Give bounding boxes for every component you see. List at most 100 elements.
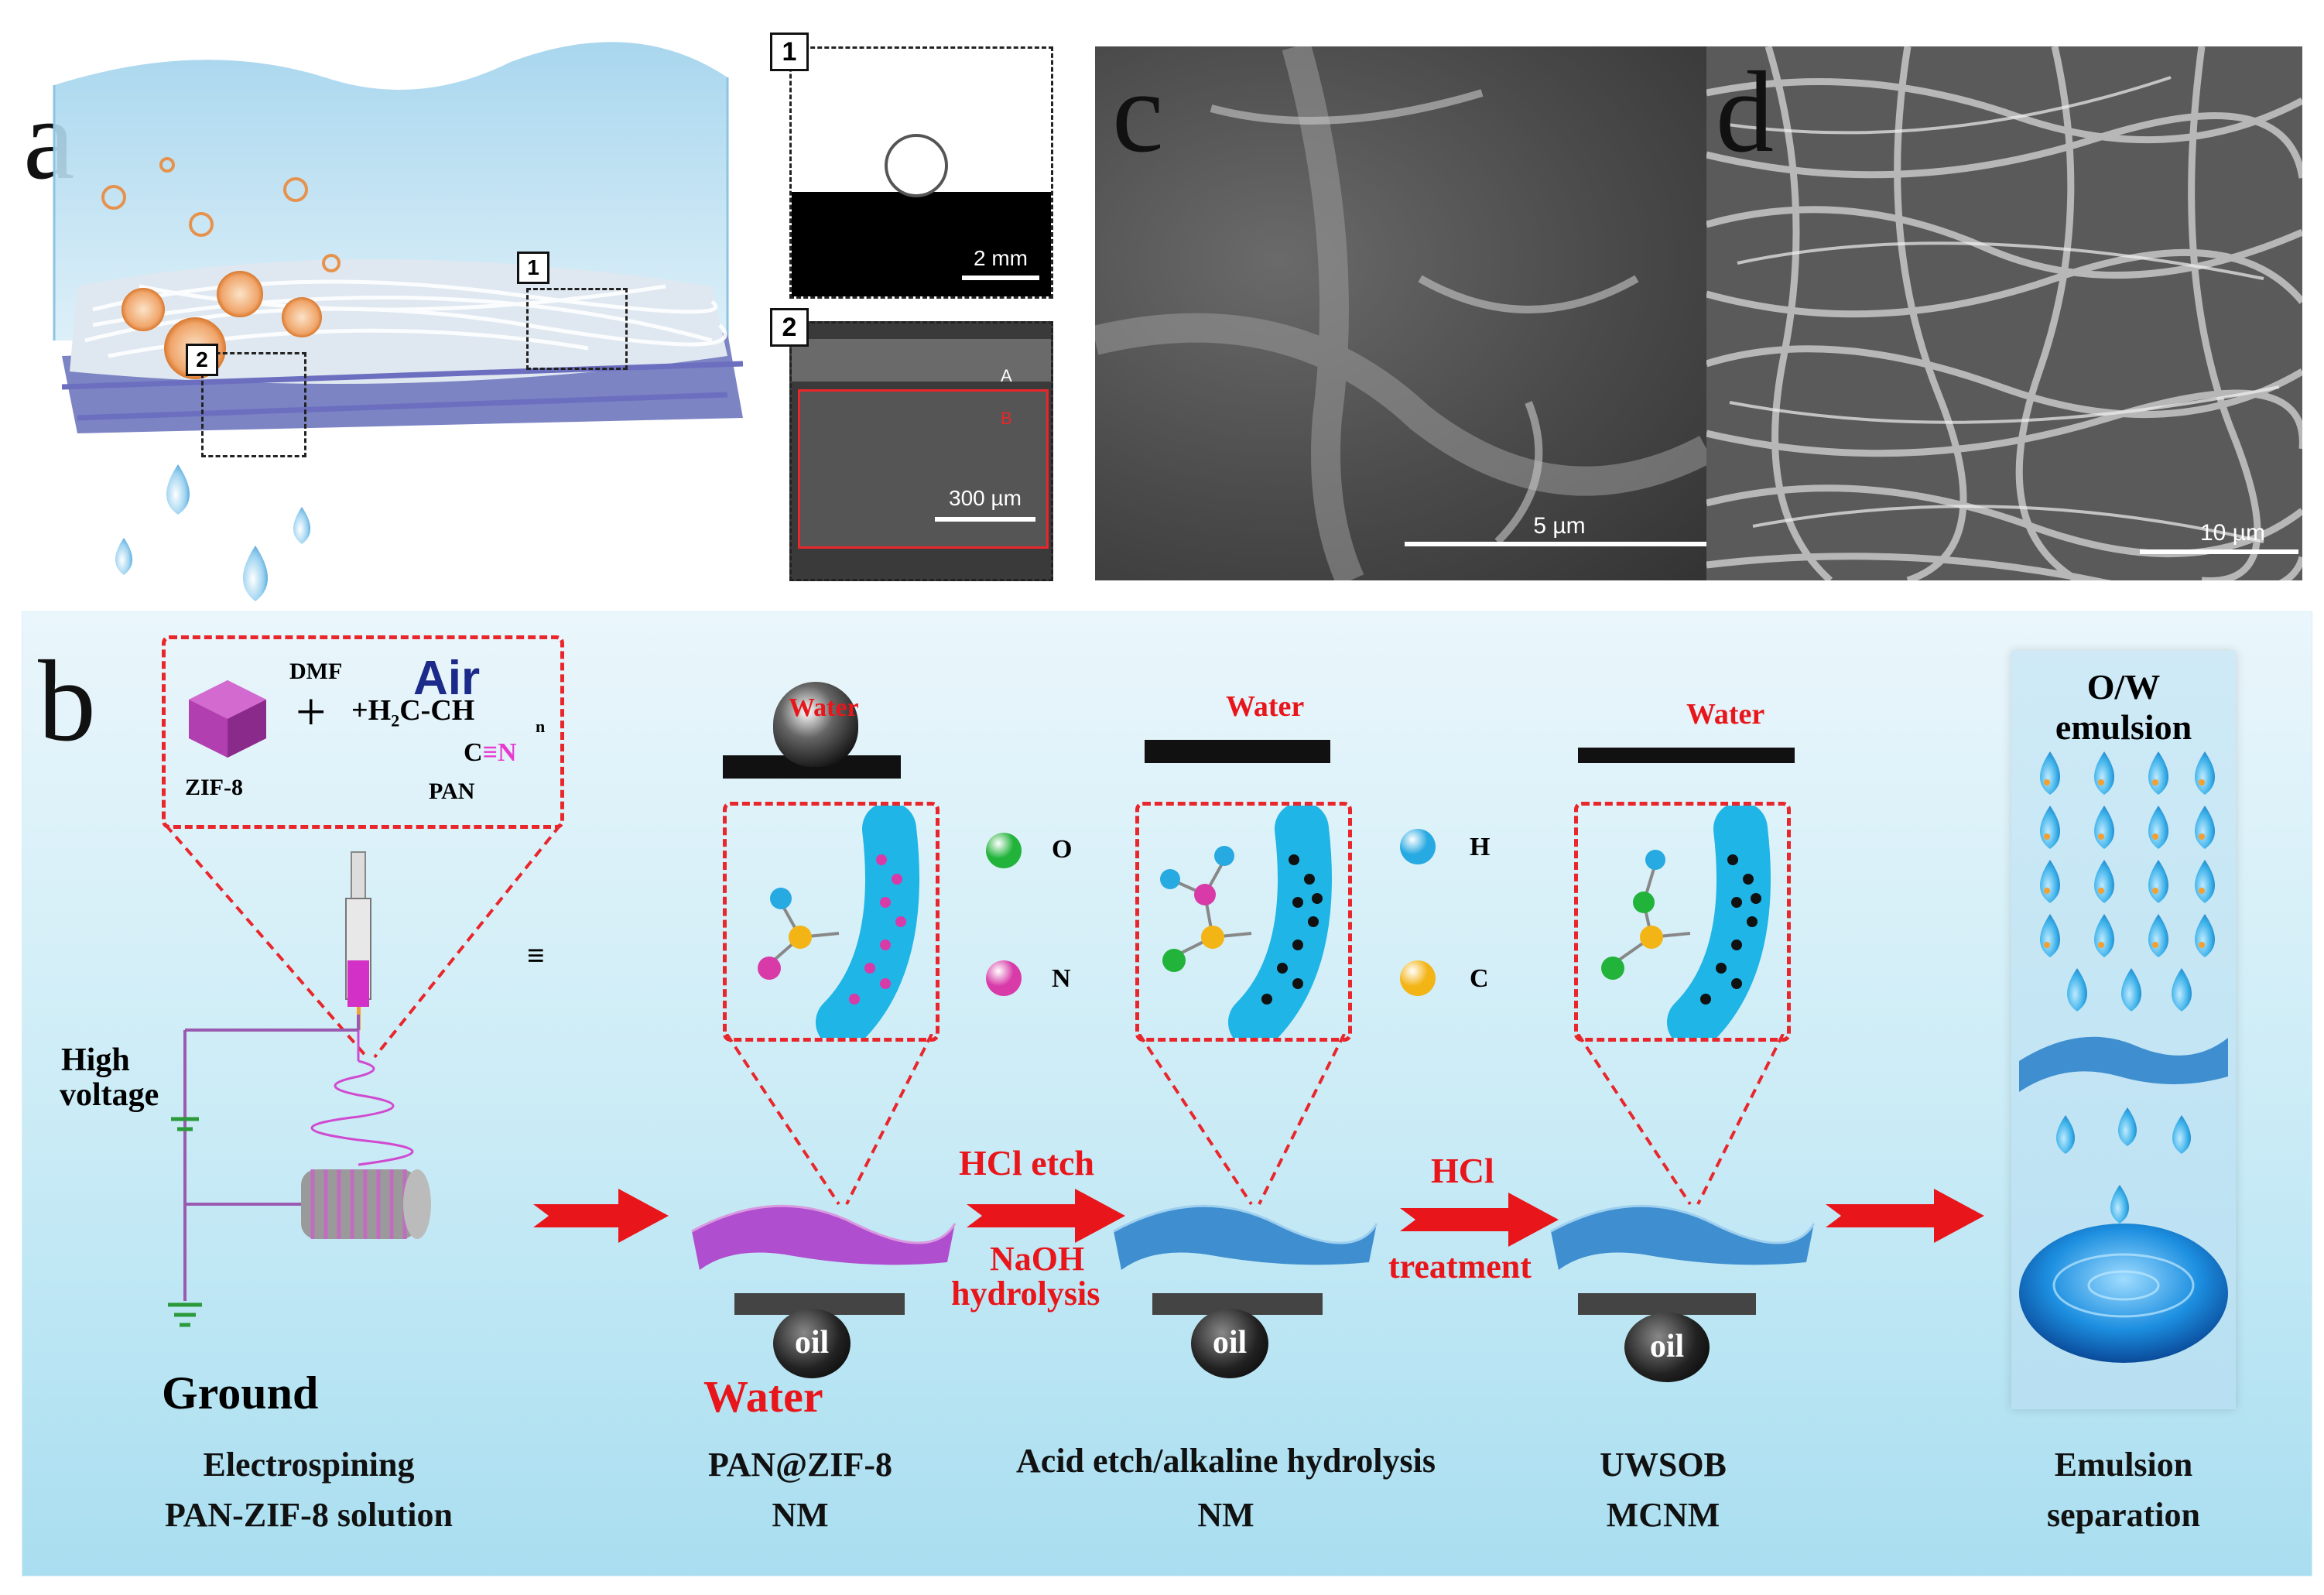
water-label-3: Water	[1686, 698, 1765, 731]
membrane-top-2	[1145, 740, 1330, 763]
atom-n-label: N	[1052, 964, 1071, 993]
step4-line1: UWSOB	[1600, 1446, 1727, 1484]
atom-o-sphere	[986, 833, 1022, 868]
voltage-label: voltage	[60, 1077, 159, 1113]
sem-c-scale-bar	[1405, 542, 1710, 546]
cross-section-inset: A B 300 µm	[789, 321, 1053, 581]
sem-image-c: c 5 µm	[1095, 46, 1710, 580]
formula-zoom-lines	[164, 825, 562, 1059]
panel-b-letter: b	[38, 637, 96, 765]
water-label-2: Water	[1226, 690, 1305, 723]
oil-droplet-3	[1624, 1313, 1710, 1382]
atom-h-sphere	[1400, 829, 1436, 864]
molecule-box-1	[723, 802, 940, 1042]
air-label: Air	[413, 652, 481, 705]
sem-d-scale-bar	[2140, 549, 2298, 554]
step4-line2: MCNM	[1606, 1496, 1720, 1534]
panel-c-letter: c	[1112, 48, 1164, 176]
ground-label: Ground	[162, 1367, 319, 1419]
equivalent-symbol: ≡	[527, 938, 545, 973]
zoom-lines-1	[725, 1034, 933, 1206]
region-box-2-number: 2	[186, 344, 218, 376]
membrane-purple	[691, 1204, 957, 1270]
treatment-label: treatment	[1388, 1248, 1532, 1285]
dmf-label: DMF	[289, 659, 343, 684]
inset1-scale-label: 2 mm	[974, 246, 1028, 270]
fiber-model-2	[1160, 806, 1332, 1038]
membrane-illustration	[53, 42, 744, 601]
emulsion-label: emulsion	[2055, 707, 2192, 747]
membrane-blue-1	[1113, 1204, 1378, 1270]
oil-label-1: oil	[794, 1325, 830, 1361]
step5-line1: Emulsion	[2054, 1446, 2193, 1484]
nitrile-bond: ≡	[482, 738, 498, 767]
plus-sign: +	[296, 683, 327, 742]
contact-angle-inset: 2 mm	[789, 46, 1053, 299]
electrospinning-apparatus	[168, 851, 431, 1327]
atom-h-label: H	[1470, 833, 1491, 861]
step2-line2: NM	[772, 1496, 829, 1534]
precursor-formula-box: ZIF-8 DMF + +H2C-CH n C≡N PAN	[162, 635, 564, 829]
step1-line2: PAN-ZIF-8 solution	[165, 1496, 453, 1534]
pan-formula: +H2C-CH	[351, 693, 474, 731]
pan-formula-left: +H	[351, 694, 392, 727]
nitrile-c: C	[464, 738, 483, 767]
step3-line1: Acid etch/alkaline hydrolysis	[1016, 1442, 1436, 1480]
ow-label: O/W	[2086, 667, 2161, 707]
step5-line2: separation	[2047, 1496, 2200, 1534]
step2-line1: PAN@ZIF-8	[707, 1446, 893, 1484]
membrane-bottom-3	[1578, 1293, 1756, 1315]
nitrile-group: C≡N	[464, 738, 517, 768]
arrow-to-step4	[1400, 1193, 1559, 1247]
pan-formula-sub: 2	[391, 710, 400, 731]
pan-formula-right: C-CH	[399, 694, 475, 727]
emulsion-separation-graphic	[2019, 751, 2228, 1363]
inset1-number: 1	[770, 33, 809, 71]
panel-b: b ZIF-8 DMF + +H2C-CH n C≡N PAN	[22, 611, 2312, 1576]
hcl-etch-label: HCl etch	[959, 1143, 1095, 1183]
membrane-top-3	[1578, 748, 1795, 763]
inset2-layer-a: A	[1001, 366, 1012, 385]
naoh-label: NaOH	[990, 1240, 1085, 1278]
atom-c-sphere	[1400, 960, 1436, 996]
zoom-lines-2	[1138, 1034, 1346, 1206]
atom-c-label: C	[1470, 964, 1489, 993]
oil-droplet-2	[1191, 1309, 1268, 1378]
atom-o-label: O	[1052, 835, 1073, 864]
high-label: High	[61, 1042, 130, 1078]
region-marker-1	[267, 261, 282, 289]
arrow-to-step3	[967, 1189, 1125, 1243]
water-under-label: Water	[703, 1371, 823, 1422]
hydrolysis-label: hydrolysis	[951, 1275, 1100, 1313]
fiber-model-3	[1601, 806, 1771, 1038]
step3-line2: NM	[1197, 1496, 1254, 1534]
membrane-blue-2	[1550, 1204, 1816, 1270]
hcl-label: HCl	[1431, 1151, 1494, 1190]
arrow-to-step2	[533, 1189, 669, 1243]
oil-label-3: oil	[1649, 1329, 1685, 1364]
zoom-lines-3	[1576, 1034, 1785, 1206]
arrow-to-step5	[1826, 1189, 1984, 1243]
molecule-box-2	[1135, 802, 1352, 1042]
fiber-model-1	[758, 806, 919, 1038]
inset2-number: 2	[770, 308, 809, 347]
step1-line1: Electrospining	[203, 1446, 415, 1484]
water-droplet-air	[773, 682, 858, 767]
emulsion-column: O/W emulsion	[2011, 651, 2236, 1409]
molecule-box-3	[1574, 802, 1791, 1042]
water-droplet-label: Water	[789, 693, 859, 722]
oil-label-2: oil	[1212, 1325, 1248, 1361]
region-box-1-number: 1	[517, 252, 549, 284]
zif8-label: ZIF-8	[185, 775, 243, 800]
pan-formula-n: n	[536, 717, 546, 736]
sem-c-scale-label: 5 µm	[1533, 513, 1586, 539]
atom-n-sphere	[986, 960, 1022, 996]
region-box-2	[201, 352, 306, 457]
zif8-crystal-icon	[189, 680, 266, 758]
nitrile-n: N	[497, 738, 517, 767]
inset2-layer-b: B	[1001, 409, 1012, 428]
region-box-1	[526, 288, 628, 370]
inset2-scale-label: 300 µm	[949, 486, 1022, 510]
pan-label: PAN	[429, 779, 475, 804]
inset1-scale-bar	[962, 276, 1039, 280]
